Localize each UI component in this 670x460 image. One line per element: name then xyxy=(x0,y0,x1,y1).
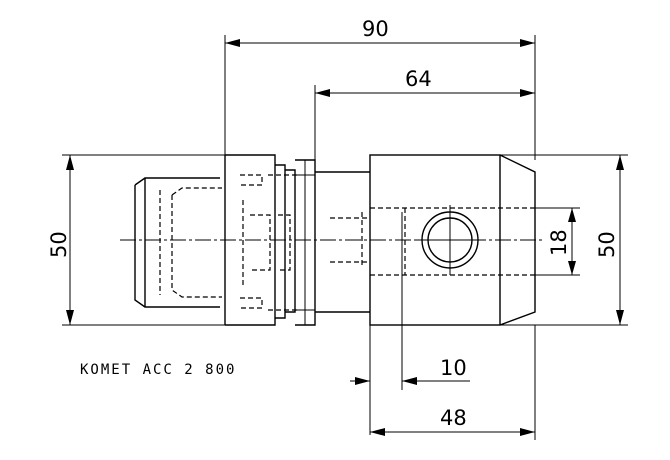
dimension-diameter-right: 50 xyxy=(500,154,628,326)
dimension-48-label: 48 xyxy=(440,406,467,430)
dimension-50-right-label: 50 xyxy=(595,231,619,258)
dimension-bore-offset: 10 xyxy=(350,212,470,435)
shank-body xyxy=(134,154,276,326)
dimension-block-length: 48 xyxy=(370,325,536,440)
dimension-50-left-label: 50 xyxy=(47,231,71,258)
dimension-10-label: 10 xyxy=(440,356,467,380)
dimension-18-label: 18 xyxy=(547,229,571,256)
dimension-overall-length: 90 xyxy=(224,17,536,160)
dimension-bore-diameter: 18 xyxy=(535,207,580,276)
dimension-90-label: 90 xyxy=(362,17,389,41)
part-label: KOMET ACC 2 800 xyxy=(80,362,236,378)
dimension-flange-to-end: 64 xyxy=(314,67,535,160)
dimension-diameter-left: 50 xyxy=(47,154,225,326)
collar-rings xyxy=(268,159,316,326)
dimension-64-label: 64 xyxy=(405,67,432,91)
neck xyxy=(315,171,370,313)
